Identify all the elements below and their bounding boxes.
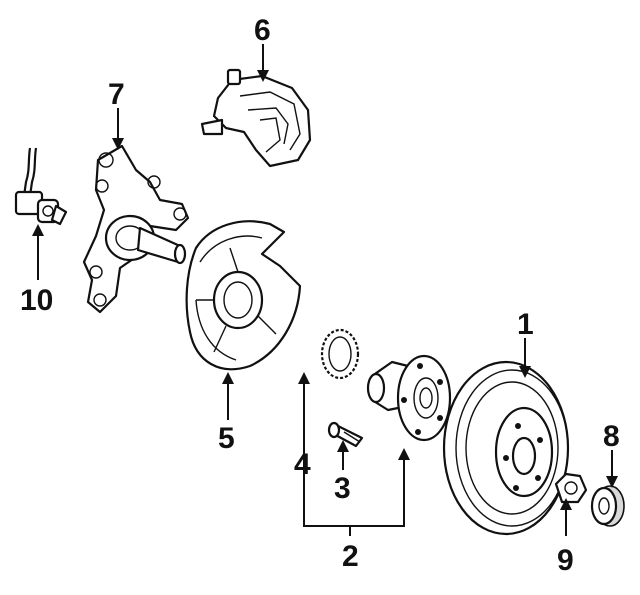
callout-6: 6 xyxy=(254,14,271,47)
callout-4: 4 xyxy=(294,448,311,481)
splash-shield-icon[interactable] xyxy=(185,220,302,371)
brake-caliper-icon[interactable] xyxy=(200,68,312,168)
wheel-stud-icon[interactable] xyxy=(327,421,364,448)
steering-knuckle-icon[interactable] xyxy=(82,144,190,314)
callout-9: 9 xyxy=(557,544,574,577)
callout-5: 5 xyxy=(218,422,235,455)
brake-rotor-icon[interactable] xyxy=(442,360,570,536)
callout-10: 10 xyxy=(20,284,53,317)
callout-3: 3 xyxy=(334,472,351,505)
leader-lines xyxy=(32,44,618,536)
callout-8: 8 xyxy=(603,420,620,453)
abs-speed-sensor-icon[interactable] xyxy=(14,147,68,226)
callout-1: 1 xyxy=(517,308,534,341)
abs-tone-ring-icon[interactable] xyxy=(320,328,360,380)
callout-labels: 1 2 3 4 5 6 7 8 9 10 xyxy=(20,14,620,577)
callout-2: 2 xyxy=(342,540,359,573)
callout-7: 7 xyxy=(108,78,125,111)
dust-cap-icon[interactable] xyxy=(590,485,625,527)
hub-assembly-icon[interactable] xyxy=(366,354,452,442)
hub-nut-icon[interactable] xyxy=(554,472,588,504)
